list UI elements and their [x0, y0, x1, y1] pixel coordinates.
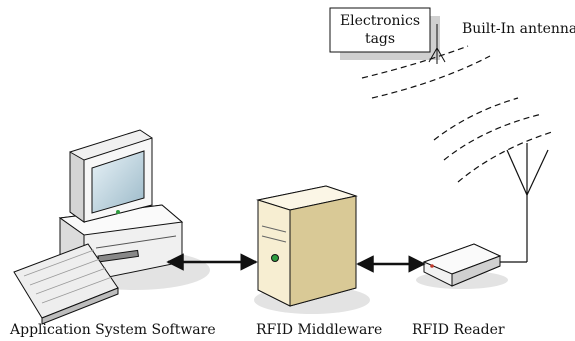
- label-application-system-software: Application System Software: [9, 322, 216, 338]
- keyboard-icon: [13, 243, 119, 325]
- label-rfid-middleware: RFID Middleware: [256, 322, 382, 338]
- label-rfid-reader: RFID Reader: [412, 322, 505, 338]
- tag-label-line2: tags: [365, 31, 395, 47]
- electronics-tag: Electronics tags: [329, 7, 446, 64]
- antenna-label: Built-In antenna: [462, 21, 575, 37]
- antenna-icon: [500, 143, 549, 263]
- tag-label-line1: Electronics: [340, 13, 420, 29]
- radio-waves: [361, 45, 553, 183]
- rfid-reader-icon: [416, 243, 508, 289]
- tag-box: [329, 7, 431, 53]
- server-icon: [254, 185, 370, 314]
